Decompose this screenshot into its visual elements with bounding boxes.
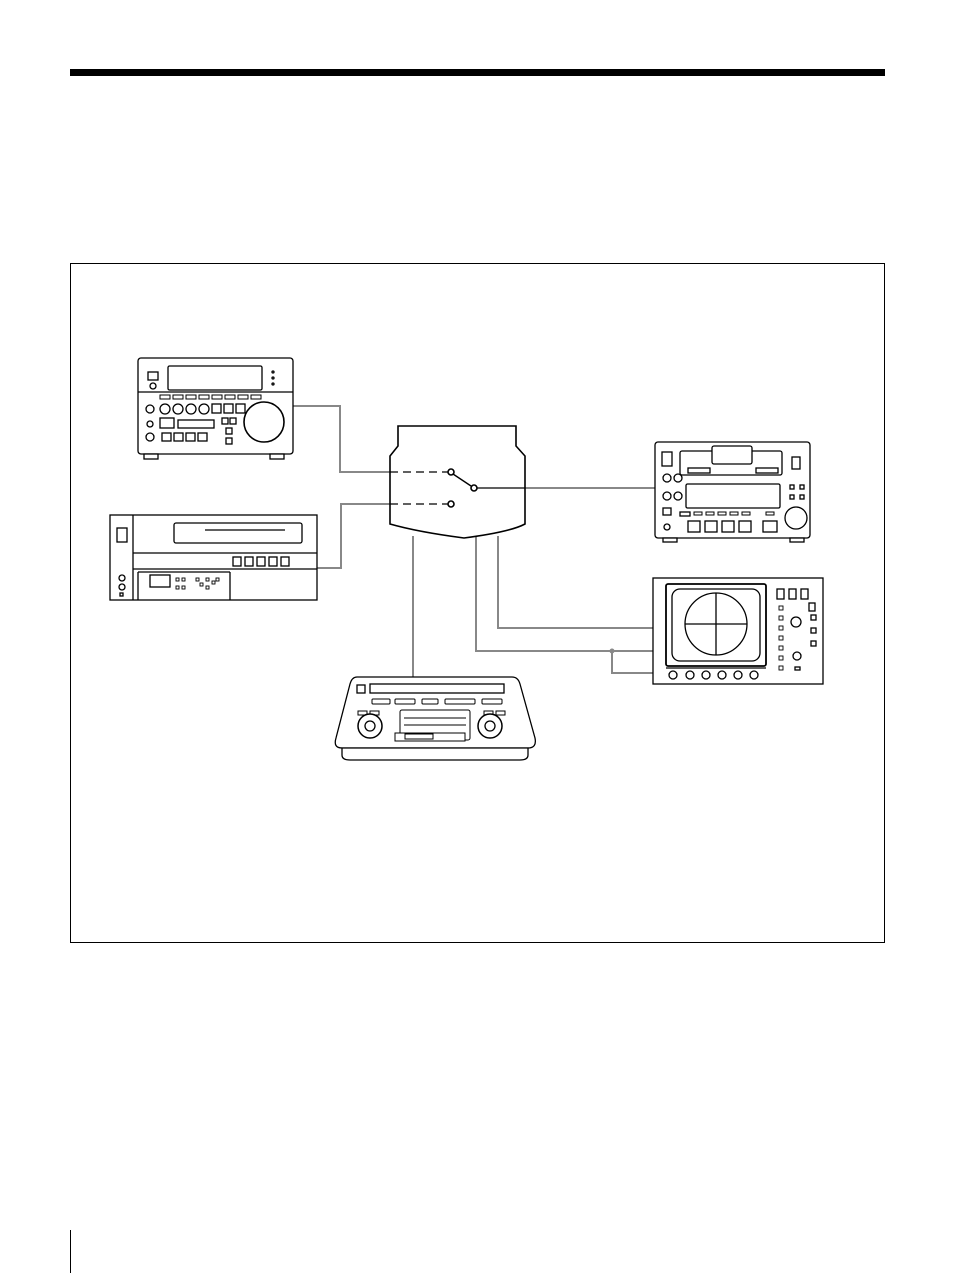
vtr-deck-icon <box>110 515 317 600</box>
edit-controller <box>335 677 535 760</box>
cable-junction <box>610 649 615 654</box>
cable-monitor-loop <box>612 651 653 673</box>
monitor-icon <box>653 578 823 684</box>
recorder-deck <box>655 442 810 542</box>
disc-recorder-icon <box>655 442 810 542</box>
cable-vtr2-to-switch <box>317 504 390 568</box>
routing-switcher <box>390 426 525 538</box>
vtr-deck-icon <box>138 358 293 459</box>
player-vtr-1 <box>138 358 293 459</box>
waveform-monitor <box>653 578 823 684</box>
cable-switch-to-monitor-a <box>498 536 653 628</box>
player-vtr-2 <box>110 515 317 600</box>
cable-switch-to-monitor-b <box>476 536 653 651</box>
cable-vtr1-to-switch <box>293 406 390 472</box>
controller-icon <box>335 677 535 760</box>
